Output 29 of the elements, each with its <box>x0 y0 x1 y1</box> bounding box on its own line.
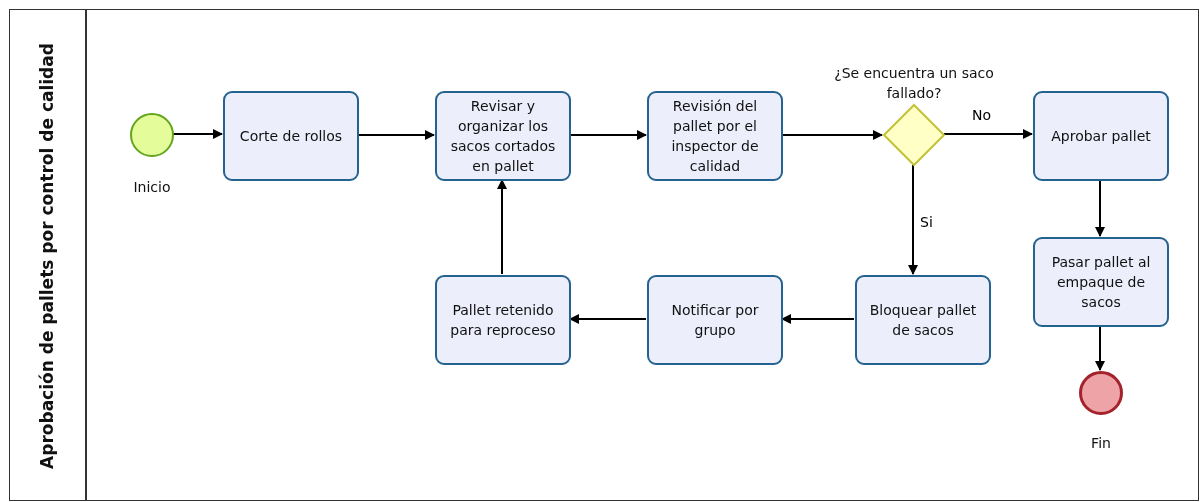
arrow <box>1095 325 1105 371</box>
node-caption: Inicio <box>132 178 172 197</box>
edge-label: Si <box>918 214 935 230</box>
node-caption: Fin <box>1090 434 1112 453</box>
task-box: Revisar y organizar los sacos cortados en pallet <box>435 91 571 181</box>
arrow <box>943 129 1033 139</box>
arrow <box>781 130 883 140</box>
decision-diamond <box>883 104 945 166</box>
task-box: Notificar por grupo <box>647 275 783 365</box>
arrow <box>781 314 855 324</box>
arrow <box>569 130 647 140</box>
lane-title: Aprobación de pallets por control de calidad <box>36 42 58 471</box>
arrow <box>908 164 918 275</box>
arrow <box>1095 179 1105 237</box>
arrow <box>172 129 223 139</box>
pool-lane <box>9 9 1199 501</box>
task-box: Pasar pallet al empaque de sacos <box>1033 237 1169 327</box>
arrow <box>357 130 435 140</box>
node-caption: ¿Se encuentra un saco fallado? <box>833 64 995 103</box>
end-event-circle <box>1079 371 1123 415</box>
task-box: Pallet retenido para reproceso <box>435 275 571 365</box>
start-event-circle <box>130 113 174 157</box>
arrow <box>497 179 507 275</box>
arrow <box>569 314 647 324</box>
task-box: Corte de rollos <box>223 91 359 181</box>
task-box: Aprobar pallet <box>1033 91 1169 181</box>
task-box: Bloquear pallet de sacos <box>855 275 991 365</box>
task-box: Revisión del pallet por el inspector de calidad <box>647 91 783 181</box>
edge-label: No <box>970 107 994 123</box>
